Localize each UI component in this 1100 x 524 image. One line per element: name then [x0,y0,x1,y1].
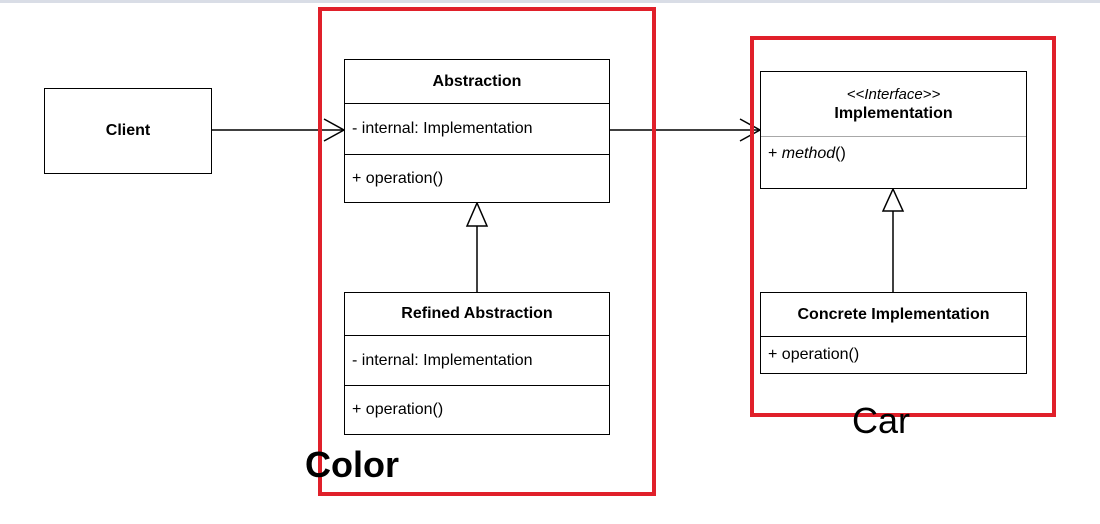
refined-abstraction-header: Refined Abstraction [345,293,609,335]
refined-abstraction-operation: + operation() [352,401,444,418]
car-group-frame [750,36,1056,417]
implementation-stereotype: <<Interface>> [846,85,941,103]
abstraction-fields: - internal: Implementation [345,103,609,154]
concrete-implementation-methods: + operation() [761,336,1026,373]
refined-abstraction-name: Refined Abstraction [401,305,553,322]
color-label: Color [305,444,399,485]
refined-abstraction-fields: - internal: Implementation [345,335,609,385]
concrete-inheritance-arrowhead [881,187,905,212]
refined-inheritance-arrowhead [465,201,489,227]
car-label: Car [852,400,911,441]
implementation-header: <<Interface>> Implementation [761,72,1026,137]
implementation-methods: + method() [761,137,1026,163]
color-group-frame [318,7,656,496]
refined-abstraction-field: - internal: Implementation [352,351,533,369]
implementation-method-name: method [781,145,836,162]
concrete-implementation-class[interactable]: Concrete Implementation + operation() [760,292,1027,374]
abstraction-operation: + operation() [352,169,444,187]
implementation-interface[interactable]: <<Interface>> Implementation + method() [760,71,1027,189]
implementation-method-suffix: () [835,145,846,162]
refined-abstraction-methods: + operation() [345,385,609,434]
client-box[interactable]: Client [44,88,212,174]
abstraction-class[interactable]: Abstraction - internal: Implementation +… [344,59,610,203]
abstraction-methods: + operation() [345,154,609,202]
concrete-implementation-operation: + operation() [768,346,860,363]
client-label: Client [105,122,151,139]
implementation-method-prefix: + [768,145,782,162]
concrete-implementation-header: Concrete Implementation [761,293,1026,336]
abstraction-name: Abstraction [432,72,522,90]
refined-abstraction-class[interactable]: Refined Abstraction - internal: Implemen… [344,292,610,435]
concrete-implementation-name: Concrete Implementation [797,305,990,323]
top-border [0,0,1100,3]
abstraction-field: - internal: Implementation [352,120,533,137]
abstraction-header: Abstraction [345,60,609,103]
implementation-name: Implementation [834,104,953,122]
